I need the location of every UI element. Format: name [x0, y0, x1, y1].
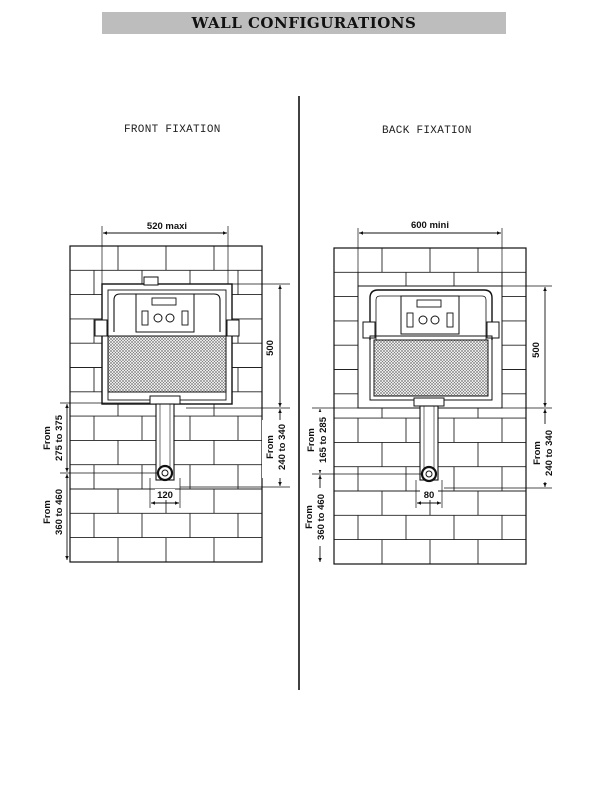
front-mesh-panel	[107, 335, 227, 393]
back-right-lower-range: 240 to 340	[544, 430, 555, 476]
front-right-lower-from: From	[265, 435, 276, 459]
back-pipe-dimension: 80	[415, 480, 443, 508]
back-right-lower-dimension: From 240 to 340	[444, 409, 556, 489]
front-fixation-title: FRONT FIXATION	[124, 124, 221, 136]
header-banner: WALL CONFIGURATIONS	[102, 12, 506, 34]
front-right-lower-dimension: From 240 to 340	[180, 409, 290, 488]
front-height-label: 500	[265, 340, 276, 356]
back-width-label: 600 mini	[411, 220, 449, 231]
front-left-upper-range: 275 to 375	[54, 414, 65, 461]
back-mesh-panel	[373, 339, 489, 397]
back-height-label: 500	[531, 342, 542, 358]
front-right-lower-range: 240 to 340	[277, 424, 288, 470]
front-left-upper-from: From	[42, 426, 53, 450]
back-left-lower-dimension: From 360 to 460	[302, 475, 328, 562]
front-width-label: 520 maxi	[147, 221, 187, 232]
back-left-upper-from: From	[306, 428, 317, 452]
back-flush-pipe	[413, 397, 445, 483]
front-pipe-label: 120	[157, 490, 173, 501]
front-pipe-dimension: 120	[149, 478, 181, 508]
back-fixation-title: BACK FIXATION	[382, 125, 472, 137]
page-title: WALL CONFIGURATIONS	[191, 14, 417, 32]
back-control-panel	[400, 295, 460, 335]
back-right-lower-from: From	[532, 441, 543, 465]
front-fixation-diagram: 520 maxi 500 From 240 to 340 From 275 to…	[40, 220, 290, 563]
back-width-dimension: 600 mini	[357, 219, 503, 286]
back-left-upper-range: 165 to 285	[318, 416, 329, 463]
back-height-dimension: 500	[444, 285, 552, 409]
back-left-upper-dimension: From 165 to 285	[304, 407, 422, 475]
front-left-upper-dimension: From 275 to 375	[40, 402, 158, 474]
front-flush-pipe	[149, 395, 181, 482]
back-left-lower-range: 360 to 460	[316, 494, 327, 540]
front-left-lower-from: From	[42, 500, 53, 524]
front-left-lower-range: 360 to 460	[54, 489, 65, 535]
front-left-lower-dimension: From 360 to 460	[40, 474, 69, 560]
back-pipe-label: 80	[424, 490, 435, 501]
back-fixation-diagram: 600 mini 500 From 240 to 340 From 165 to…	[302, 219, 556, 565]
front-control-panel	[135, 293, 195, 333]
back-left-lower-from: From	[304, 505, 315, 529]
front-width-dimension: 520 maxi	[101, 220, 229, 284]
front-height-dimension: 500	[186, 283, 290, 409]
